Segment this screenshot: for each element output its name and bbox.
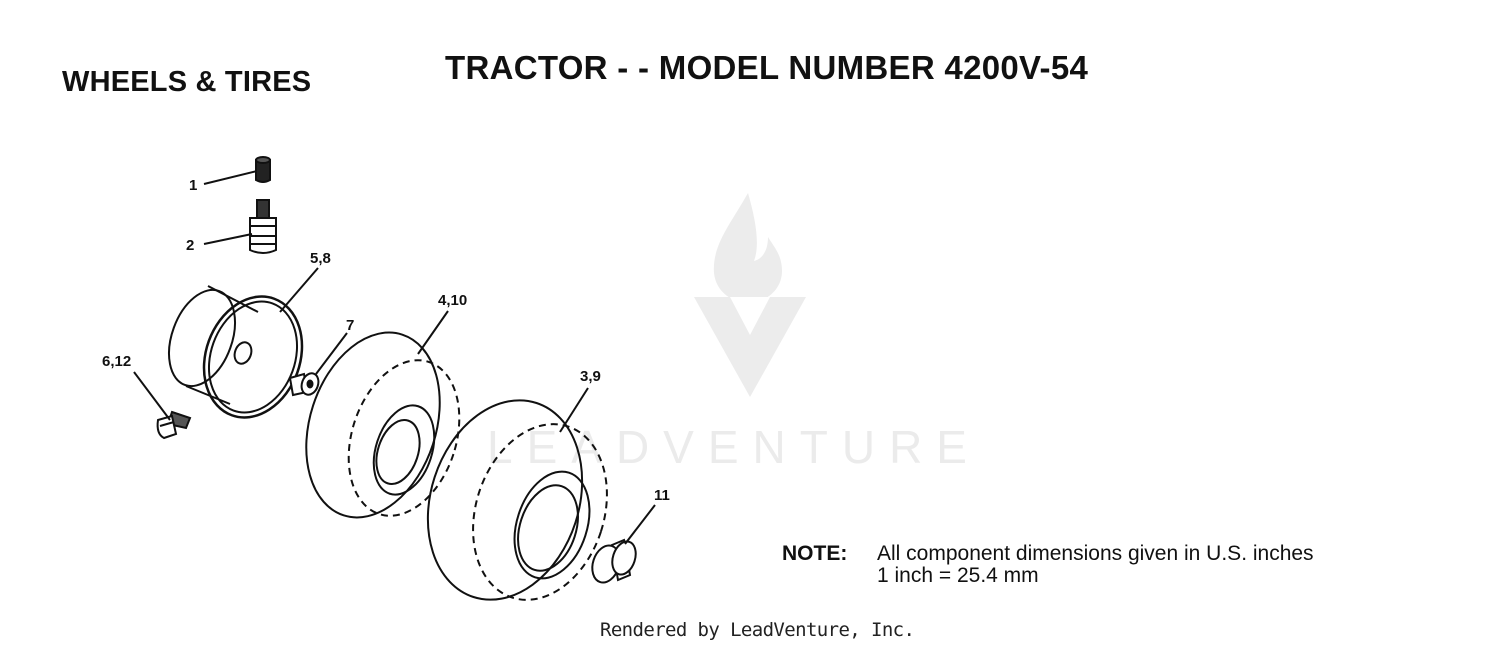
watermark-text: LEADVENTURE [487, 421, 981, 473]
note-label: NOTE: [782, 542, 848, 565]
leader-line-4-10 [417, 310, 449, 355]
spacer-washer-part [288, 372, 320, 397]
leadventure-watermark-logo [694, 193, 806, 397]
callout-5-8: 5,8 [310, 250, 331, 267]
leader-line-11 [624, 504, 656, 545]
valve-cap-part [255, 156, 271, 183]
bushing-part [591, 538, 637, 584]
front-tire-part [305, 331, 461, 519]
note-line-dimensions: All component dimensions given in U.S. i… [877, 542, 1314, 565]
note-block: NOTE: All component dimensions given in … [782, 543, 1314, 587]
rendered-by-credit: Rendered by LeadVenture, Inc. [600, 619, 915, 641]
wheel-rim-part [168, 285, 304, 419]
rear-tire-part [426, 399, 608, 601]
leader-line-3-9 [559, 387, 589, 433]
callout-6-12: 6,12 [102, 353, 131, 370]
note-line-conversion: 1 inch = 25.4 mm [877, 564, 1039, 587]
lug-bolt-part [156, 410, 192, 440]
section-title: WHEELS & TIRES [62, 66, 312, 98]
callout-4-10: 4,10 [438, 292, 467, 309]
note-body: All component dimensions given in U.S. i… [877, 543, 1314, 587]
valve-stem-part [249, 199, 277, 254]
callout-7: 7 [346, 317, 354, 334]
leader-line-2 [203, 233, 253, 245]
callout-3-9: 3,9 [580, 368, 601, 385]
callout-2: 2 [186, 237, 194, 254]
leader-line-6-12 [133, 371, 171, 421]
page-title: TRACTOR - - MODEL NUMBER 4200V-54 [445, 49, 1089, 86]
callout-1: 1 [189, 177, 197, 194]
leader-line-5-8 [279, 267, 319, 313]
leader-line-1 [203, 170, 258, 185]
callout-11: 11 [654, 487, 670, 504]
leader-line-7 [315, 332, 348, 375]
